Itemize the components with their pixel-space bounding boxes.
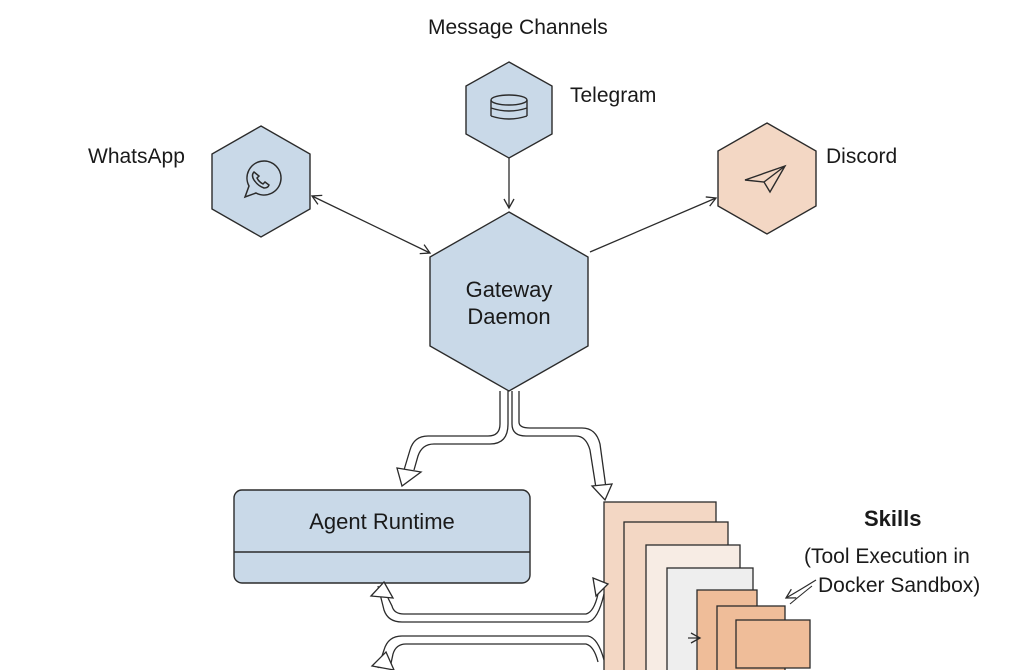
telegram-label: Telegram: [570, 84, 657, 107]
database-icon: [490, 94, 528, 120]
edge-gateway-agent-runtime-head: [396, 467, 423, 488]
skills-annotation-arrow-2: [789, 585, 813, 605]
edge-gateway-skills: [511, 391, 597, 489]
edge-agent-skills-upper-head-right: [592, 576, 610, 598]
edge-whatsapp-gateway: [310, 194, 432, 255]
gateway-label-line1: Gateway: [465, 277, 553, 302]
whatsapp-node: [211, 125, 311, 238]
edge-agent-skills-lower: [377, 635, 605, 669]
skills-stack: [603, 501, 811, 670]
edge-agent-skills-upper-inner: [387, 593, 599, 615]
gateway-label: Gateway Daemon: [439, 276, 579, 330]
gateway-node: [429, 211, 589, 392]
gateway-label-line2: Daemon: [467, 304, 551, 329]
whatsapp-label: WhatsApp: [88, 145, 185, 168]
edge-gateway-skills-inner: [518, 391, 607, 489]
edge-gateway-agent-runtime: [403, 391, 501, 471]
edge-gateway-agent-runtime-inner: [413, 391, 509, 471]
edge-gateway-discord: [589, 196, 718, 253]
whatsapp-icon: [243, 160, 282, 199]
edge-gateway-skills-head: [590, 483, 614, 502]
discord-label: Discord: [826, 145, 898, 168]
skills-annotation-arrow: [784, 579, 817, 599]
edge-agent-skills-upper-head-left: [369, 580, 395, 599]
edge-agent-skills-lower-inner: [389, 643, 599, 669]
diagram-title: Message Channels: [428, 16, 608, 39]
telegram-node: [465, 61, 553, 159]
edge-agent-skills-lower-head: [370, 650, 395, 670]
paper-plane-icon: [744, 164, 787, 194]
agent-runtime-label: Agent Runtime: [309, 509, 455, 534]
discord-node: [717, 122, 817, 235]
skills-note-line2: Docker Sandbox): [818, 574, 981, 597]
skills-title: Skills: [864, 506, 922, 531]
agent-runtime-box: [233, 489, 531, 584]
skills-note-line1: (Tool Execution in: [804, 545, 970, 568]
edge-agent-skills-upper: [377, 585, 605, 623]
